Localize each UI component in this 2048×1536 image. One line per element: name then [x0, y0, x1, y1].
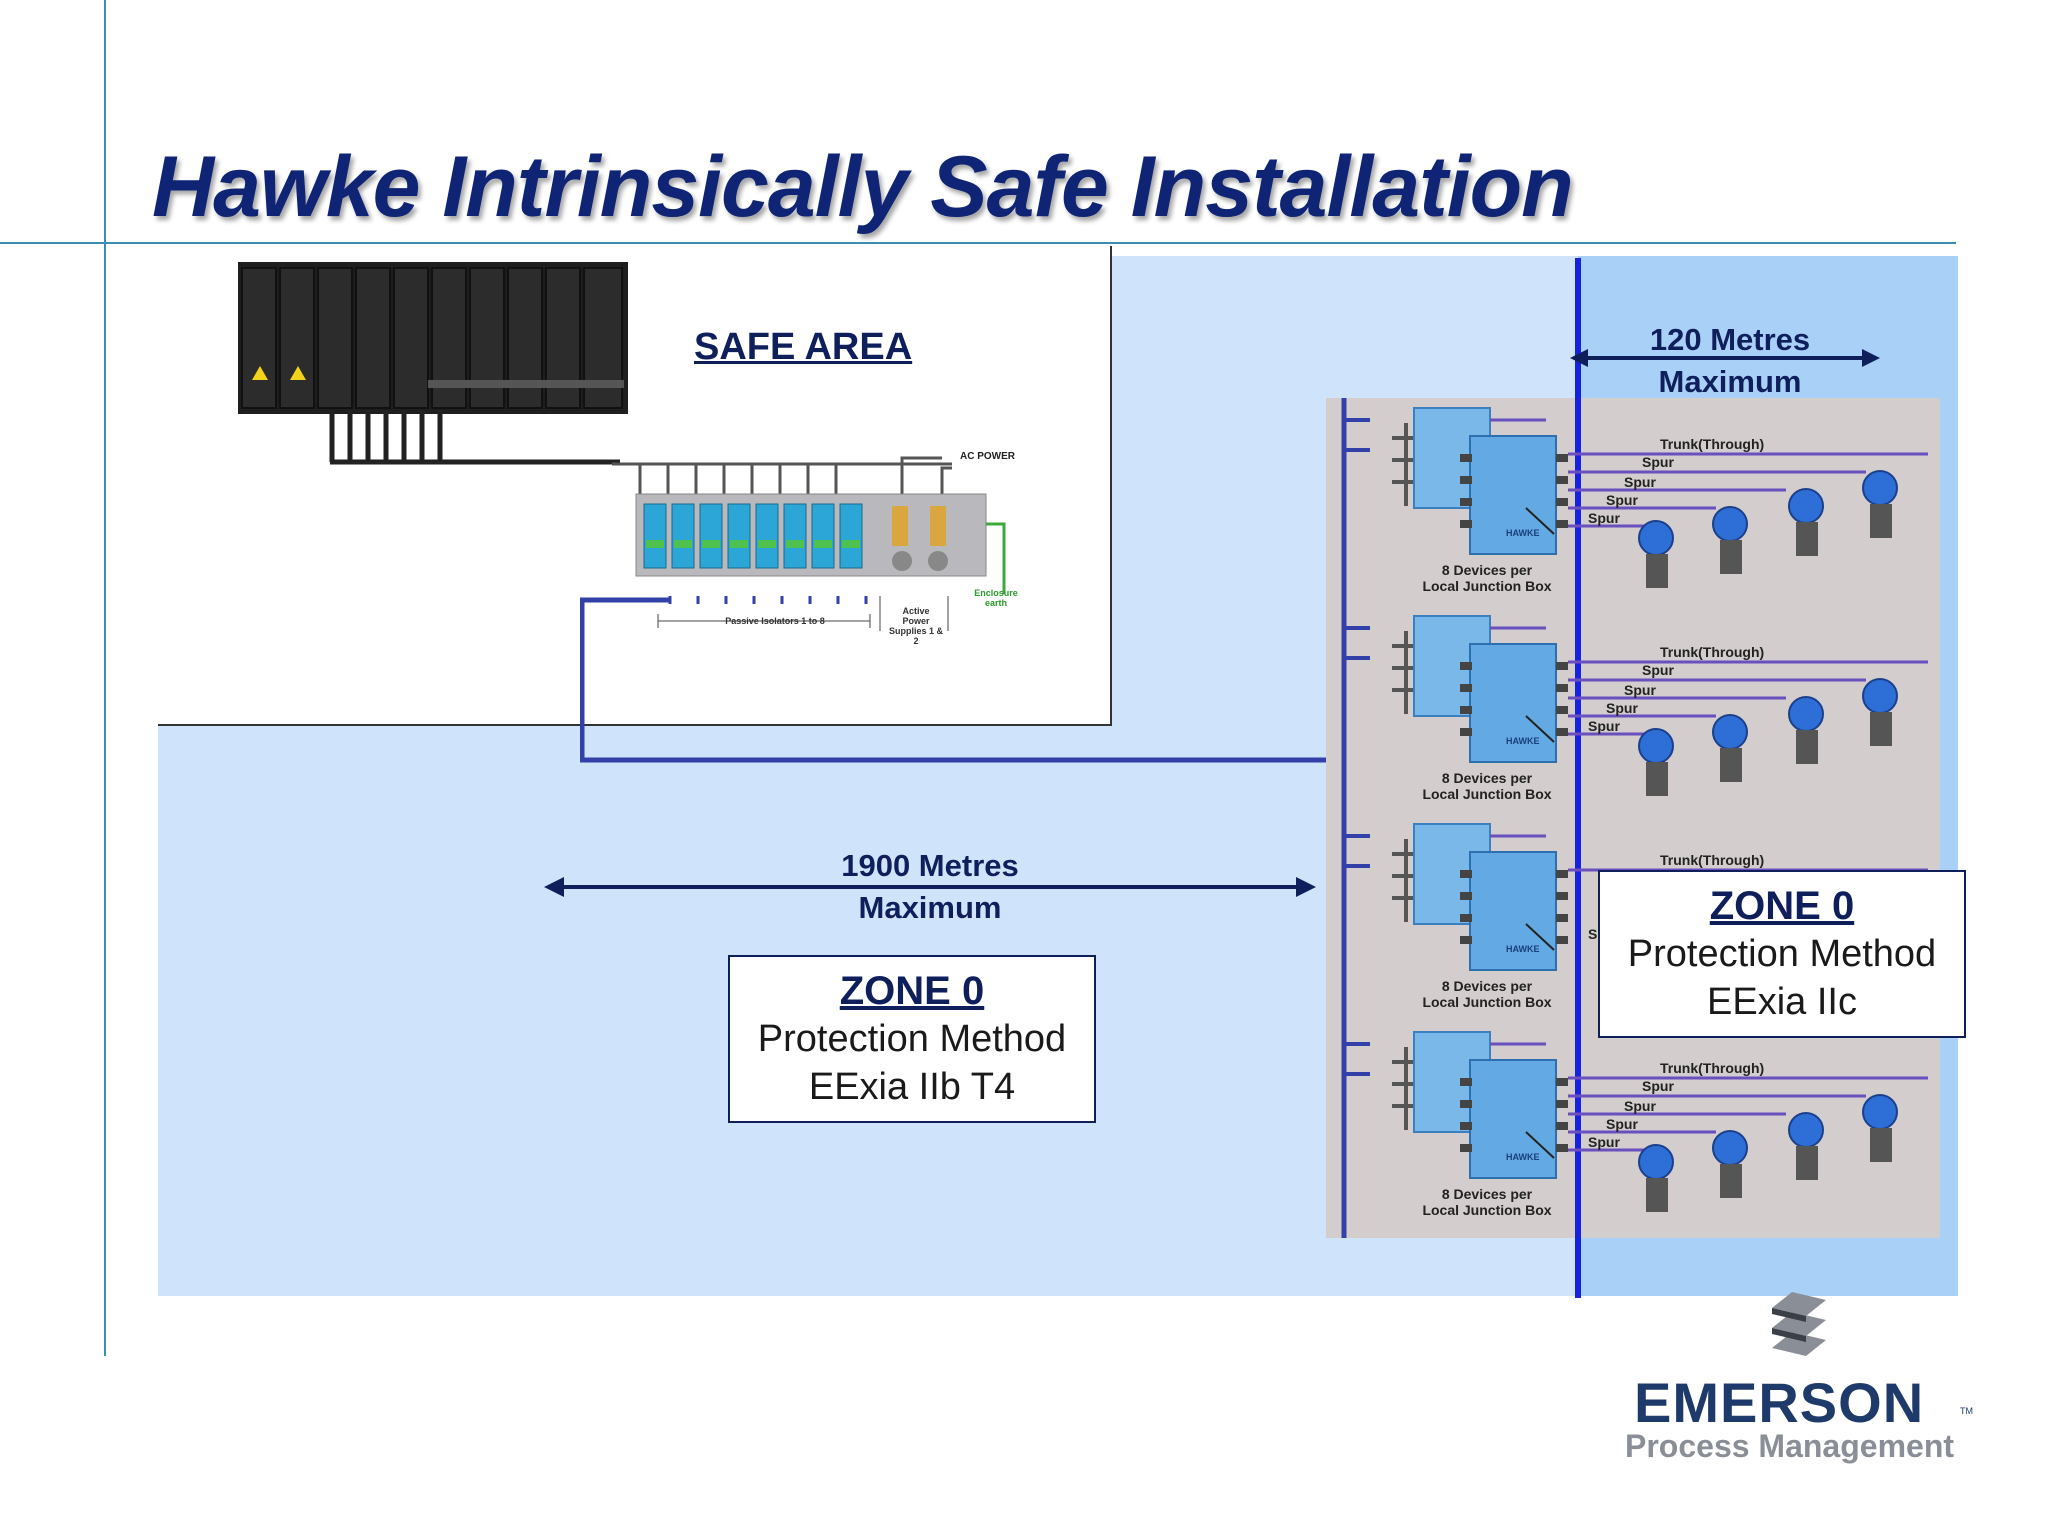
zone-left-title: ZONE 0 [839, 969, 985, 1013]
trunk-distance-arrow [544, 877, 1316, 897]
emerson-division-text: Process Management [1625, 1428, 1955, 1464]
slide-vertical-rule [104, 0, 106, 1356]
trunk-distance-value: 1900 Metres [841, 848, 1019, 883]
controller-rack-image [238, 262, 628, 414]
spur-label: Spur [1624, 682, 1656, 698]
spur-label: S [1588, 926, 1598, 942]
spur-label: Spur [1642, 1078, 1674, 1094]
trunk-bus [1341, 398, 1370, 1238]
trunk-cable [580, 596, 1350, 763]
enclosure-earth-label: Enclosure earth [974, 588, 1018, 608]
zone-right-title: ZONE 0 [1709, 884, 1855, 928]
box-brand-label: HAWKE [1506, 736, 1540, 746]
box-brand-label: HAWKE [1506, 528, 1540, 538]
spur-label: Spur [1606, 492, 1638, 508]
spur-label: Spur [1642, 662, 1674, 678]
spur-label: Spur [1606, 1116, 1638, 1132]
spur-label: Spur [1606, 700, 1638, 716]
spur-label: Spur [1624, 474, 1656, 490]
zone-right-rating: EExia IIc [1707, 981, 1857, 1023]
active-power-supplies-label: Active Power Supplies 1 & 2 [888, 606, 943, 646]
zone-box-left: ZONE 0 Protection Method EExia IIb T4 [728, 955, 1096, 1123]
junction-caption-line2: Local Junction Box [1422, 994, 1552, 1010]
spur-label: Spur [1588, 718, 1620, 734]
trunk-through-label: Trunk(Through) [1660, 1060, 1765, 1076]
spur-distance-qualifier: Maximum [1658, 364, 1802, 399]
box-brand-label: HAWKE [1506, 1152, 1540, 1162]
junction-box-icon [1392, 615, 1928, 796]
trunk-through-label: Trunk(Through) [1660, 436, 1765, 452]
trunk-through-label: Trunk(Through) [1660, 644, 1765, 660]
page-title: Hawke Intrinsically Safe Installation [152, 139, 1574, 235]
junction-caption-line2: Local Junction Box [1422, 786, 1552, 802]
spur-label: Spur [1588, 510, 1620, 526]
safe-area-label: SAFE AREA [694, 326, 913, 368]
trunk-through-label: Trunk(Through) [1660, 852, 1765, 868]
zone-box-right: ZONE 0 Protection Method EExia IIc [1598, 870, 1966, 1038]
rack-cables [329, 410, 620, 465]
junction-box-icon [1392, 1031, 1928, 1212]
passive-isolators-label: Passive Isolators 1 to 8 [725, 616, 825, 626]
junction-caption-line2: Local Junction Box [1422, 578, 1552, 594]
zone-right-method: Protection Method [1627, 933, 1937, 975]
zone-left-rating: EExia IIb T4 [808, 1066, 1016, 1108]
emerson-logo-icon [1772, 1292, 1826, 1356]
junction-group: HAWKE Trunk(Through) Spur Spur Spur Spur… [1366, 1022, 1946, 1232]
isolator-panel-image [612, 456, 1006, 631]
spur-label: Spur [1624, 1098, 1656, 1114]
junction-group: HAWKE Trunk(Through) Spur Spur Spur Spur… [1366, 398, 1946, 608]
junction-caption-line1: 8 Devices per [1441, 1186, 1533, 1202]
emerson-trademark: TM [1960, 1406, 1973, 1416]
slide-horizontal-rule [0, 242, 1956, 244]
junction-caption-line2: Local Junction Box [1422, 1202, 1552, 1218]
junction-caption-line1: 8 Devices per [1441, 978, 1533, 994]
spur-distance-arrow [1570, 349, 1880, 367]
zone-left-method: Protection Method [757, 1018, 1067, 1060]
ac-power-label: AC POWER [960, 451, 1015, 462]
zone-boundary-line [1575, 258, 1581, 1298]
box-brand-label: HAWKE [1506, 944, 1540, 954]
junction-group: HAWKE Trunk(Through) Spur Spur Spur Spur… [1366, 606, 1946, 816]
emerson-logo-text: EMERSON [1634, 1371, 1925, 1434]
trunk-distance-qualifier: Maximum [858, 890, 1002, 925]
junction-box-icon [1392, 407, 1928, 588]
spur-label: Spur [1642, 454, 1674, 470]
spur-distance-value: 120 Metres [1649, 322, 1811, 357]
junction-caption-line1: 8 Devices per [1441, 562, 1533, 578]
spur-label: Spur [1588, 1134, 1620, 1150]
junction-caption-line1: 8 Devices per [1441, 770, 1533, 786]
